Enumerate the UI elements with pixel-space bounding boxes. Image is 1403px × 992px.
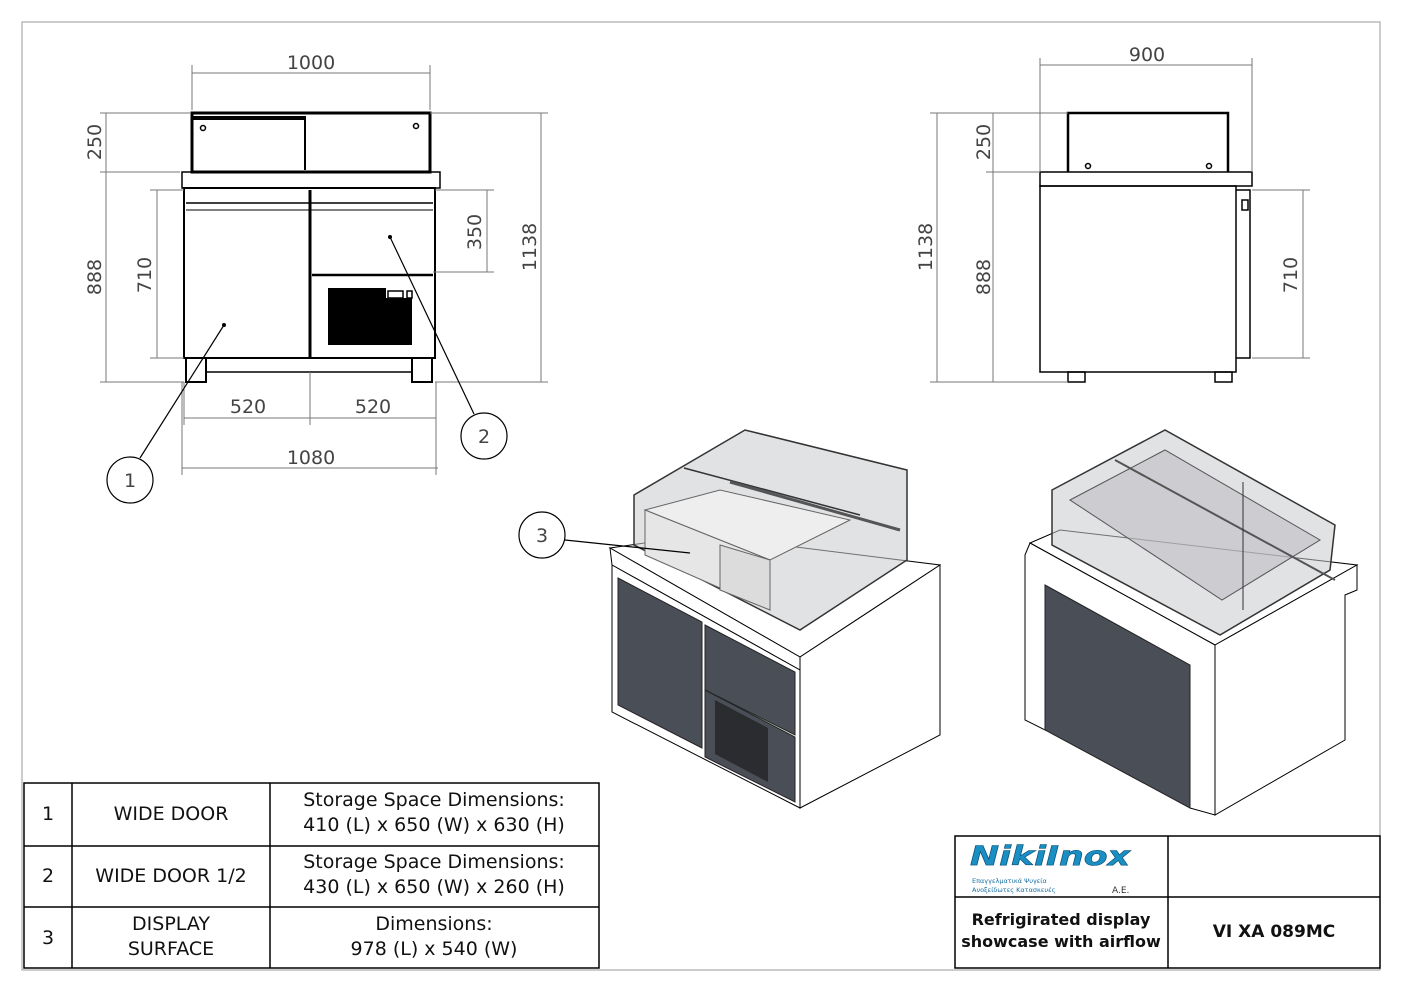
table-row: 3 DISPLAY SURFACE Dimensions: 978 (L) x … xyxy=(42,913,518,960)
dim-glass-height: 250 xyxy=(84,124,106,160)
row-desc-title: Storage Space Dimensions: xyxy=(303,789,565,811)
isometric-rear-view xyxy=(1024,429,1359,816)
row-name: WIDE DOOR 1/2 xyxy=(95,865,246,887)
balloon-2: 2 xyxy=(478,426,490,448)
dim-door-left-width: 520 xyxy=(230,396,266,418)
row-number: 2 xyxy=(42,865,54,887)
svg-text:NikiInox: NikiInox xyxy=(970,841,1132,872)
row-name: WIDE DOOR xyxy=(114,803,229,825)
product-description-line2: showcase with airflow xyxy=(961,932,1161,951)
svg-text:Επαγγελματικά Ψυγεία: Επαγγελματικά Ψυγεία xyxy=(972,877,1047,885)
dim-drawer-height: 350 xyxy=(464,214,486,250)
side-dim-total-height: 1138 xyxy=(915,223,937,271)
side-dim-door-height: 710 xyxy=(1280,257,1302,293)
balloon-3: 3 xyxy=(536,525,548,547)
parts-table: 1 WIDE DOOR Storage Space Dimensions: 41… xyxy=(23,782,600,969)
side-dim-counter-height: 888 xyxy=(973,259,995,295)
dim-counter-height: 888 xyxy=(84,259,106,295)
model-number: VI XA 089MC xyxy=(1213,922,1335,942)
table-row: 1 WIDE DOOR Storage Space Dimensions: 41… xyxy=(42,789,565,836)
isometric-front-view xyxy=(608,429,942,809)
row-name-line2: SURFACE xyxy=(128,938,214,960)
balloon-1: 1 xyxy=(124,470,136,492)
row-desc-value: 410 (L) x 650 (W) x 630 (H) xyxy=(303,814,565,836)
product-description-line1: Refrigirated display xyxy=(972,910,1151,929)
svg-text:Ανοξείδωτες Κατασκευές: Ανοξείδωτες Κατασκευές xyxy=(972,886,1056,894)
dim-width-top: 1000 xyxy=(287,52,335,74)
dim-total-height: 1138 xyxy=(519,223,541,271)
side-dim-glass-height: 250 xyxy=(973,124,995,160)
dim-total-width: 1080 xyxy=(287,447,335,469)
side-body xyxy=(1039,185,1237,373)
table-row: 2 WIDE DOOR 1/2 Storage Space Dimensions… xyxy=(42,851,565,898)
front-view-dimensions: 1000 250 888 710 350 1138 520 520 1080 xyxy=(84,52,548,475)
title-block: NikiInox Επαγγελματικά Ψυγεία Ανοξείδωτε… xyxy=(954,835,1381,969)
side-view-dimensions: 900 250 888 1138 710 xyxy=(915,44,1310,383)
row-name-line1: DISPLAY xyxy=(132,913,210,935)
dim-depth: 900 xyxy=(1129,44,1165,66)
drawing-frame xyxy=(21,21,1381,971)
svg-text:A.E.: A.E. xyxy=(1112,886,1129,896)
compressor-grille xyxy=(328,288,386,345)
countertop xyxy=(181,171,441,189)
balloons: 1 2 3 xyxy=(106,236,691,559)
row-number: 1 xyxy=(42,803,54,825)
dim-door-height: 710 xyxy=(134,257,156,293)
nikiinox-logo: NikiInox Επαγγελματικά Ψυγεία Ανοξείδωτε… xyxy=(970,841,1133,896)
row-desc-value: 978 (L) x 540 (W) xyxy=(351,938,518,960)
dim-door-right-width: 520 xyxy=(355,396,391,418)
front-view xyxy=(181,111,441,383)
display-glass-front xyxy=(190,111,432,174)
row-desc-title: Dimensions: xyxy=(375,913,492,935)
side-view xyxy=(1039,111,1253,383)
row-number: 3 xyxy=(42,927,54,949)
row-desc-value: 430 (L) x 650 (W) x 260 (H) xyxy=(303,876,565,898)
row-desc-title: Storage Space Dimensions: xyxy=(303,851,565,873)
